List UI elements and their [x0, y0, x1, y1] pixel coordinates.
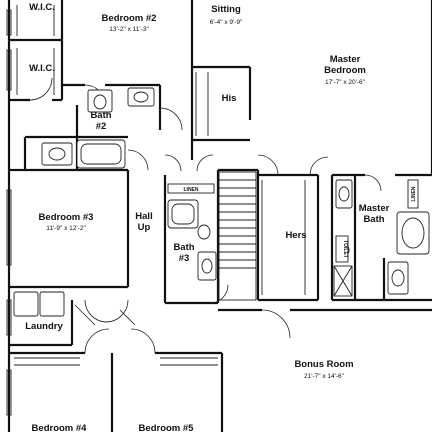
toilet-label: TOILET — [342, 240, 348, 258]
master-bath-label-1: Master — [359, 203, 390, 214]
stairs — [218, 171, 257, 301]
doors — [29, 77, 382, 354]
walls — [7, 0, 432, 432]
linen2-label: LINEN — [411, 186, 417, 201]
wic-top-label: W.I.C. — [29, 2, 55, 13]
wic-mid-label: W.I.C. — [29, 63, 55, 74]
hall-label-2: Up — [138, 222, 151, 233]
bonus-room-label: Bonus Room — [294, 359, 353, 370]
master-bedroom-dims: 17'-7" x 20'-6" — [325, 79, 366, 86]
fixtures — [13, 87, 430, 317]
master-bath-label-2: Bath — [363, 214, 384, 225]
bedroom3-label: Bedroom #3 — [39, 212, 94, 223]
sitting-dims: 6'-4" x 9'-9" — [210, 19, 243, 26]
his-label: His — [222, 93, 237, 104]
master-bedroom-label-1: Master — [330, 54, 361, 65]
bonus-room-dims: 21'-7" x 14'-6" — [304, 373, 345, 380]
windows — [6, 9, 12, 416]
bedroom2-dims: 13'-2" x 11'-3" — [109, 26, 149, 33]
laundry-label: Laundry — [25, 321, 63, 332]
bath2-label-1: Bath — [90, 110, 111, 121]
linen1-label: LINEN — [184, 187, 199, 193]
bath3-label-1: Bath — [173, 242, 194, 253]
bedroom5-label: Bedroom #5 — [139, 423, 195, 432]
hers-label: Hers — [285, 230, 306, 241]
bath3-label-2: #3 — [179, 253, 190, 264]
hall-label-1: Hall — [135, 211, 152, 222]
closet-shelves — [14, 5, 306, 366]
bath2-label-2: #2 — [96, 121, 107, 132]
sitting-label: Sitting — [211, 4, 241, 15]
bedroom2-label: Bedroom #2 — [102, 13, 157, 24]
master-bedroom-label-2: Bedroom — [324, 65, 366, 76]
bedroom3-dims: 11'-9" x 12'-2" — [46, 225, 86, 232]
bedroom4-label: Bedroom #4 — [32, 423, 88, 432]
room-labels: W.I.C. W.I.C. Bedroom #2 13'-2" x 11'-3"… — [25, 2, 419, 432]
